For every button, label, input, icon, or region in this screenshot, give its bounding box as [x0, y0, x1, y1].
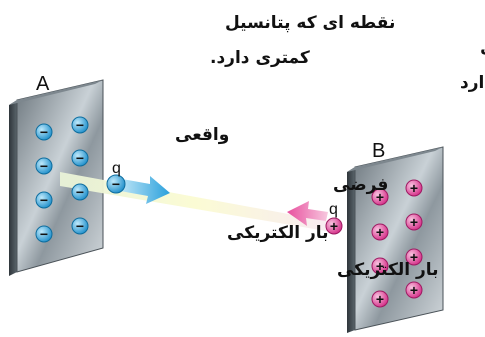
svg-text:+: +: [410, 282, 418, 298]
positive-charge: +: [371, 188, 389, 206]
svg-text:−: −: [76, 184, 84, 200]
negative-charge: −: [35, 191, 53, 209]
charge-symbol-left: q: [112, 160, 121, 177]
positive-charge: +: [405, 213, 423, 231]
positive-charge: +: [405, 179, 423, 197]
real-label: واقعی: [175, 125, 229, 145]
test-charge-negative-sign: −: [112, 176, 120, 192]
svg-text:+: +: [376, 291, 384, 307]
positive-charge: +: [371, 223, 389, 241]
svg-text:+: +: [376, 189, 384, 205]
test-charge-positive: +: [325, 217, 343, 235]
positive-charge: +: [371, 257, 389, 275]
svg-text:−: −: [40, 226, 48, 242]
positive-charge: +: [405, 281, 423, 299]
lower-potential-label-line2: کمتری دارد.: [210, 48, 310, 68]
svg-text:+: +: [410, 180, 418, 196]
test-charge-positive-sign: +: [330, 218, 338, 234]
higher-potential-label-line2: بیشتری دارد: [460, 73, 485, 93]
electric-charge-label-left: بار الکتریکی: [227, 223, 329, 243]
negative-charge: −: [71, 217, 89, 235]
svg-text:−: −: [40, 192, 48, 208]
lower-potential-label-line1: نقطه ای که پتانسیل: [225, 13, 395, 33]
real-direction-arrow: [120, 176, 170, 204]
negative-charge: −: [35, 123, 53, 141]
positive-charge: +: [405, 248, 423, 266]
plate-a-label: A: [36, 73, 50, 95]
charge-symbol-right: q: [329, 201, 338, 218]
negative-charge: −: [71, 149, 89, 167]
plate-b-label: B: [372, 140, 385, 162]
svg-text:+: +: [410, 214, 418, 230]
assumed-direction-arrow: [287, 201, 328, 226]
test-charge-negative: −: [106, 174, 126, 194]
negative-charges: − − − − − − − −: [35, 116, 89, 243]
electric-charge-label-right: بار الکتریکی: [337, 260, 439, 280]
svg-text:−: −: [76, 117, 84, 133]
svg-text:−: −: [76, 218, 84, 234]
negative-charge: −: [71, 116, 89, 134]
svg-text:+: +: [376, 258, 384, 274]
svg-text:−: −: [40, 124, 48, 140]
positive-charges: + + + + + + + +: [371, 179, 423, 308]
svg-text:−: −: [40, 158, 48, 174]
positive-charge: +: [371, 290, 389, 308]
svg-text:+: +: [376, 224, 384, 240]
svg-text:−: −: [76, 150, 84, 166]
negative-charge: −: [35, 225, 53, 243]
negative-charge: −: [71, 183, 89, 201]
svg-text:+: +: [410, 249, 418, 265]
higher-potential-label-line1: نقطه ای که پتانسیل: [480, 37, 485, 57]
negative-charge: −: [35, 157, 53, 175]
assumed-label: فرضی: [333, 175, 388, 195]
